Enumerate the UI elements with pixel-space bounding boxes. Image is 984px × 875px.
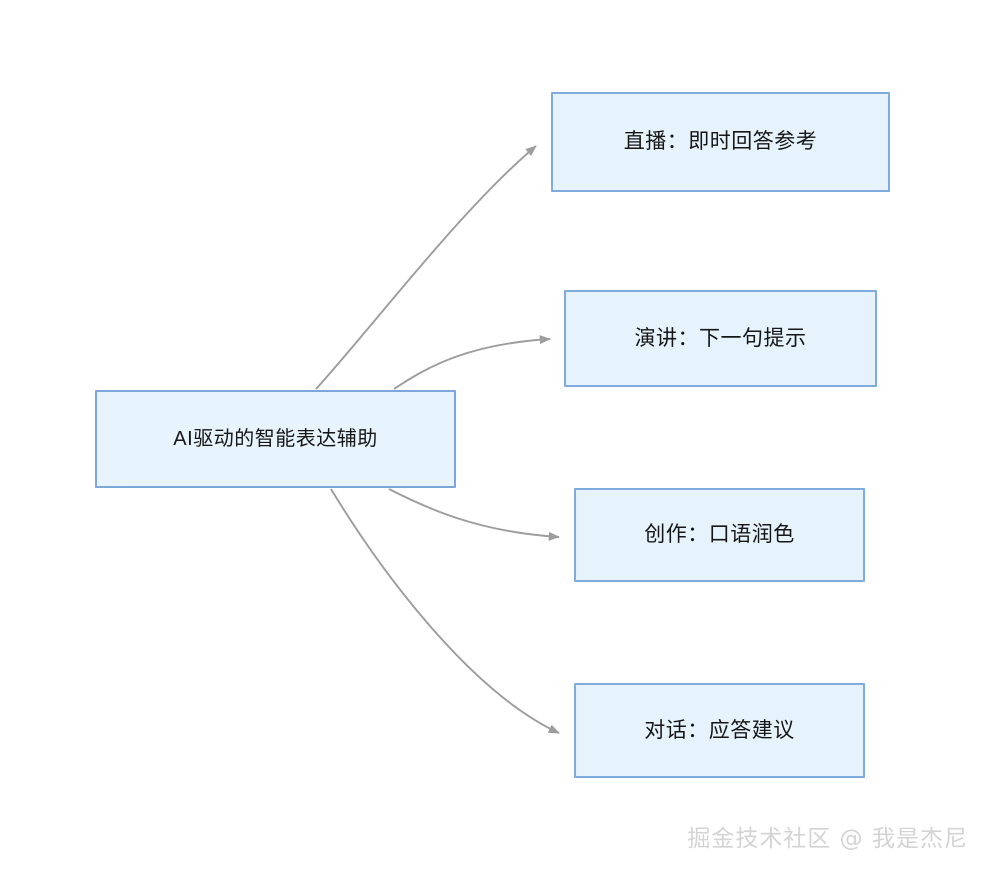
node-live[interactable]: 直播：即时回答参考 <box>551 92 890 192</box>
connector-root-to-writing <box>388 488 560 541</box>
connector-root-to-speech <box>393 335 551 390</box>
node-writing-label: 创作：口语润色 <box>644 523 795 547</box>
node-live-label: 直播：即时回答参考 <box>623 130 818 154</box>
node-dialogue-label: 对话：应答建议 <box>644 718 795 742</box>
node-speech[interactable]: 演讲：下一句提示 <box>564 290 877 387</box>
watermark: 掘金技术社区 @ 我是杰尼 <box>687 826 968 852</box>
node-root[interactable]: AI驱动的智能表达辅助 <box>95 390 456 488</box>
node-dialogue[interactable]: 对话：应答建议 <box>574 683 865 778</box>
node-root-label: AI驱动的智能表达辅助 <box>173 428 378 450</box>
node-speech-label: 演讲：下一句提示 <box>634 326 807 350</box>
connector-root-to-dialogue <box>330 488 560 734</box>
node-writing[interactable]: 创作：口语润色 <box>574 488 865 582</box>
connector-root-to-live <box>315 145 537 390</box>
